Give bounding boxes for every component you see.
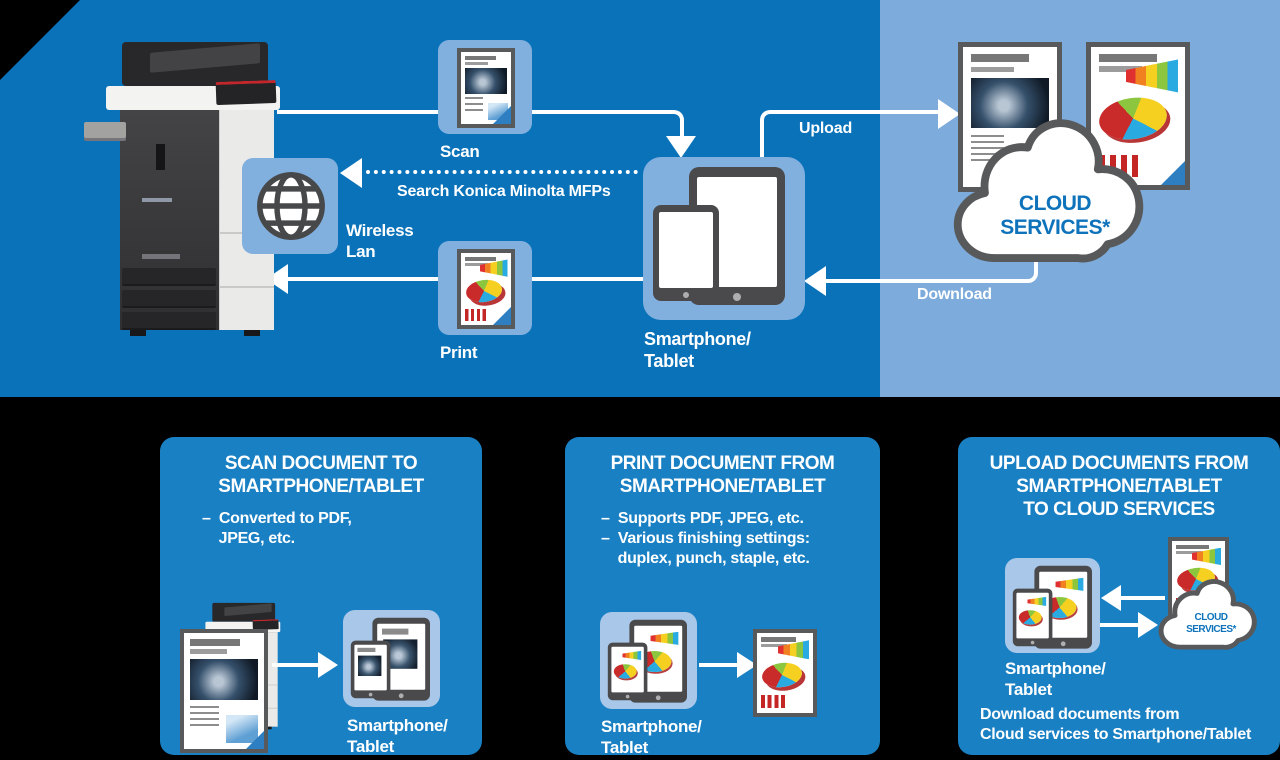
scan-document-icon bbox=[457, 48, 515, 128]
scan-label: Scan bbox=[440, 142, 480, 161]
scan-panel-document-icon bbox=[180, 629, 268, 753]
search-dotted-line bbox=[366, 170, 638, 174]
globe-icon bbox=[257, 172, 325, 240]
print-label: Print bbox=[440, 343, 478, 362]
print-panel-bullets: – Supports PDF, JPEG, etc. – Various fin… bbox=[601, 510, 810, 567]
scan-flow-arrow-icon bbox=[666, 136, 696, 158]
smartphone-tablet-icon bbox=[645, 159, 805, 319]
scan-panel-title: SCAN DOCUMENT TO SMARTPHONE/TABLET bbox=[218, 453, 424, 497]
scan-panel-device-label: Smartphone/ Tablet bbox=[347, 716, 448, 756]
print-panel-arrow-icon bbox=[737, 652, 757, 678]
print-panel-document-icon bbox=[753, 629, 817, 717]
upload-panel-cloud-label: CLOUD SERVICES* bbox=[1186, 612, 1236, 635]
smartphone-tablet-label: Smartphone/ Tablet bbox=[644, 329, 751, 371]
upload-arrow-icon bbox=[938, 99, 960, 129]
cloud-services-label: CLOUD SERVICES* bbox=[1000, 192, 1110, 240]
upload-panel-download-arrow-icon bbox=[1101, 585, 1121, 611]
download-label: Download bbox=[917, 286, 992, 303]
print-document-icon bbox=[457, 249, 515, 329]
upload-label: Upload bbox=[799, 120, 853, 137]
search-mfps-label: Search Konica Minolta MFPs bbox=[397, 183, 611, 200]
upload-flow-line bbox=[760, 110, 948, 162]
upload-panel-cloud-icon bbox=[1158, 579, 1257, 650]
upload-panel-device-label: Smartphone/ Tablet bbox=[1005, 659, 1106, 699]
scan-panel: SCAN DOCUMENT TO SMARTPHONE/TABLET – Con… bbox=[160, 437, 482, 756]
print-panel: PRINT DOCUMENT FROM SMARTPHONE/TABLET – … bbox=[565, 437, 1050, 757]
mfp-printer-icon bbox=[84, 40, 288, 336]
upload-panel: UPLOAD DOCUMENTS FROM SMARTPHONE/TABLET … bbox=[958, 437, 1280, 755]
upload-panel-footer: Download documents from Cloud services t… bbox=[980, 706, 1252, 743]
print-panel-title: PRINT DOCUMENT FROM SMARTPHONE/TABLET bbox=[610, 453, 835, 497]
scan-panel-bullets: – Converted to PDF, JPEG, etc. bbox=[202, 510, 352, 547]
cloud-icon bbox=[953, 119, 1144, 263]
print-panel-device-label: Smartphone/ Tablet bbox=[601, 717, 702, 757]
download-arrow-icon bbox=[804, 266, 826, 296]
download-flow-line bbox=[818, 252, 1038, 283]
search-arrow-icon bbox=[340, 158, 362, 188]
wireless-lan-label: Wireless Lan bbox=[346, 221, 414, 261]
scan-panel-arrow-line bbox=[272, 663, 320, 667]
upload-panel-upload-line bbox=[1100, 623, 1140, 627]
upload-panel-title: UPLOAD DOCUMENTS FROM SMARTPHONE/TABLET … bbox=[989, 453, 1249, 520]
scan-panel-arrow-icon bbox=[318, 652, 338, 678]
upload-panel-download-line bbox=[1121, 596, 1165, 600]
print-panel-arrow-line bbox=[699, 663, 739, 667]
upload-panel-upload-arrow-icon bbox=[1138, 612, 1158, 638]
